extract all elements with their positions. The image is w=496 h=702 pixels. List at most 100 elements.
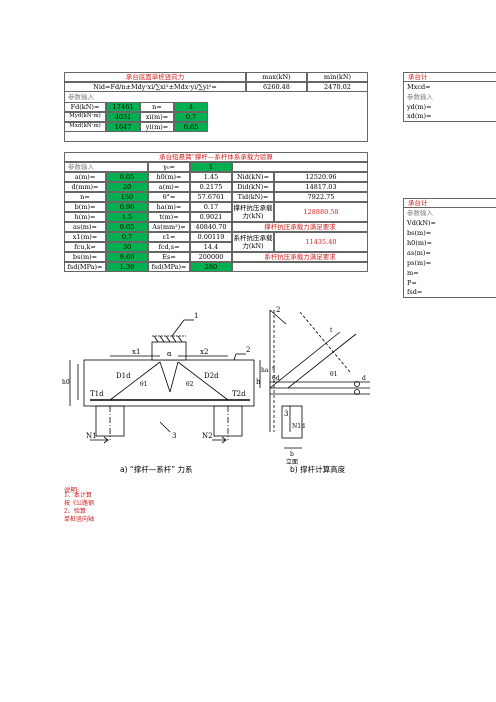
- right-top-item: yd(m)=: [403, 102, 496, 112]
- mid-row-label2: fsd(MPa)=: [148, 262, 190, 272]
- mid-row-value2: 1.45: [190, 172, 232, 182]
- figure: 1 x1 α x2 2 h0 h D1d θ1 θ2 D2d T1d T2d N…: [62, 306, 370, 466]
- note-line: 按《公路钢: [64, 500, 95, 507]
- mid-param-label: 参数输入: [64, 162, 148, 172]
- fig-label: ha: [261, 367, 269, 374]
- top-row-label2: n=: [140, 102, 174, 112]
- fig-label: x1: [132, 348, 140, 356]
- mid-row-value2[interactable]: 280: [190, 262, 232, 272]
- gamma-input[interactable]: 1: [190, 162, 232, 172]
- mid-row-input[interactable]: 20: [106, 182, 148, 192]
- right-mid-item: 参数输入: [403, 208, 496, 218]
- mid-row-label: x1(m)=: [64, 232, 106, 242]
- fig-label: θ1: [330, 371, 337, 378]
- fig-label: 1: [194, 312, 198, 320]
- top-row-input[interactable]: 1647: [106, 122, 140, 132]
- top-row-input[interactable]: 17461: [106, 102, 140, 112]
- mid-row-label2: θ°=: [148, 192, 190, 202]
- mid-row-input[interactable]: 0.05: [106, 222, 148, 232]
- mid-row-input[interactable]: 1.5: [106, 212, 148, 222]
- mid-row-label2: t(m)=: [148, 212, 190, 222]
- fig-label: N1: [86, 432, 97, 440]
- fig-label: x2: [200, 348, 208, 356]
- fig-label: 立面: [286, 458, 298, 466]
- right-mid-item: as(m)=: [403, 248, 496, 258]
- fig-label: h0: [62, 379, 70, 386]
- top-row-label2: yi(m)=: [140, 122, 174, 132]
- fig-label: 6d: [272, 375, 280, 382]
- right-mid-item: fsd=: [403, 288, 496, 298]
- mid-row-label: as(m)=: [64, 222, 106, 232]
- mid-row-value2: 0.9021: [190, 212, 232, 222]
- mid-row-label: d(mm)=: [64, 182, 106, 192]
- max-value: 6260.48: [246, 82, 307, 92]
- right-top-title: 承台计: [403, 72, 496, 82]
- mid-row-input[interactable]: 150: [106, 192, 148, 202]
- right-mid-item: bs(m)=: [403, 228, 496, 238]
- mid-row-label2: ha(m)=: [148, 202, 190, 212]
- mid-row-input[interactable]: 9.69: [106, 252, 148, 262]
- note-line: 单桩竖向轴: [64, 516, 95, 523]
- min-value: 2470.02: [307, 82, 368, 92]
- mid-row-label2: ε1=: [148, 232, 190, 242]
- fig-label: N1d: [292, 423, 305, 430]
- top-row-input2[interactable]: 0.65: [174, 122, 208, 132]
- right-mid-item: ps(m)=: [403, 258, 496, 268]
- mid-row-label: n=: [64, 192, 106, 202]
- mid-row-input[interactable]: 30: [106, 242, 148, 252]
- caption-b: b) 撑杆计算高度: [290, 465, 346, 474]
- fig-label: α: [167, 350, 172, 358]
- mid-row-value2: 0.17: [190, 202, 232, 212]
- fig-label: D2d: [204, 372, 219, 380]
- top-row-input[interactable]: 4031: [106, 112, 140, 122]
- min-header: min(kN): [307, 72, 368, 82]
- strut-value: 128880.58: [274, 202, 368, 222]
- fig-label: θ2: [186, 381, 194, 388]
- right-mid-item: h0(m)=: [403, 238, 496, 248]
- column: [151, 341, 187, 361]
- mid-row-label2: Es=: [148, 252, 190, 262]
- right-mid-title: 承台计: [403, 198, 496, 208]
- mid-row-label2: fcd,s=: [148, 242, 190, 252]
- mid-blank: [232, 262, 368, 272]
- gamma-label: γ₀=: [148, 162, 190, 172]
- top-row-input2[interactable]: 0.7: [174, 112, 208, 122]
- mid-table-title: 承台短悬臂“撑杆—系杆体系承载力验算: [64, 152, 368, 162]
- mid-row-label: bs(m)=: [64, 252, 106, 262]
- fig-label: 2: [276, 306, 280, 314]
- mid-row-value2: 14.4: [190, 242, 232, 252]
- fig-label: t: [330, 327, 333, 334]
- tie-value: 11435.40: [274, 232, 368, 252]
- notes-list: 1、本计算 按《公路钢 2、验算 单桩竖向轴: [64, 492, 94, 524]
- mid-row-value2: 0.00119: [190, 232, 232, 242]
- fig-label: 3: [172, 432, 176, 440]
- right-mid-item: Vd(kN)=: [403, 218, 496, 228]
- mid-row-label: b(m)=: [64, 202, 106, 212]
- fig-label: 3: [284, 410, 288, 418]
- mid-row-label3: Nid(kN)=: [232, 172, 274, 182]
- mid-row-input[interactable]: 0.05: [106, 172, 148, 182]
- fig-label: d: [362, 375, 366, 382]
- top-table-title: 承台底面单桩竖向力: [64, 72, 246, 82]
- top-row-input2[interactable]: 4: [174, 102, 208, 112]
- mid-blank: [232, 162, 368, 172]
- mid-row-label3: Did(kN)=: [232, 182, 274, 192]
- force-formula: Nid=Fd/n±Mdy·xi/∑xi²±Mdx·yi/∑yi²=: [64, 82, 246, 92]
- fig-label: 2: [246, 346, 250, 354]
- right-mid-item: m=: [403, 268, 496, 278]
- mid-row-input[interactable]: 1.39: [106, 262, 148, 272]
- fig-label: N2: [202, 432, 213, 440]
- mid-row-value3: 12520.96: [274, 172, 368, 182]
- mid-row-input[interactable]: 0.7: [106, 232, 148, 242]
- mid-row-label3: Tid(kN)=: [232, 192, 274, 202]
- tie-ok: 系杆抗压承载力满足要求: [232, 252, 368, 262]
- mid-row-value2: 200000: [190, 252, 232, 262]
- note-line: 2、验算: [64, 508, 86, 515]
- max-header: max(kN): [246, 72, 307, 82]
- mid-row-input[interactable]: 0.96: [106, 202, 148, 212]
- strut-label: 撑杆抗压承载力(kN): [232, 202, 274, 222]
- mid-row-label: a(m)=: [64, 172, 106, 182]
- right-top-item: xd(m)=: [403, 112, 496, 122]
- mid-row-label2: a(m)=: [148, 182, 190, 192]
- mid-row-label: fcu,k=: [64, 242, 106, 252]
